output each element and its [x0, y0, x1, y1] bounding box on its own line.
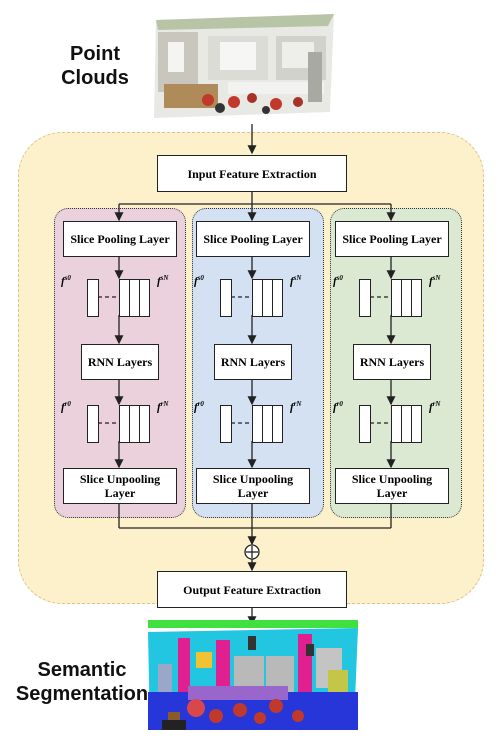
branch-z-slice-unpooling-box: Slice Unpooling Layer — [335, 468, 449, 504]
branch-x-s-feature-first — [87, 279, 99, 317]
branch-z-r-feature-3 — [411, 405, 422, 443]
output-feature-extraction-box: Output Feature Extraction — [157, 571, 347, 608]
branch-z-s-feature-3 — [411, 279, 422, 317]
branch-z-r-feature-first — [359, 405, 371, 443]
branch-x-slice-pooling-box: Slice Pooling Layer — [63, 221, 177, 257]
point-cloud-image — [154, 14, 334, 118]
branch-x-r-feature-first — [87, 405, 99, 443]
branch-x-label-fr0: fr0 — [61, 400, 71, 414]
branch-z-slice-pooling-box: Slice Pooling Layer — [335, 221, 449, 257]
branch-z-label-fs0-sup: s0 — [336, 274, 343, 282]
branch-y-label-frN-sup: rN — [293, 400, 302, 408]
branch-z-label-fr0: fr0 — [333, 400, 343, 414]
branch-x-r-feature-3 — [139, 405, 150, 443]
semantic-segmentation-label: Semantic Segmentation — [15, 659, 149, 705]
branch-y-label-fr0-sup: r0 — [197, 400, 204, 408]
branch-y-s-feature-3 — [272, 279, 283, 317]
branch-y-label-frN-base: f — [290, 401, 294, 414]
branch-x-label-fsN-base: f — [157, 275, 161, 288]
branch-y-label-fr0: fr0 — [194, 400, 204, 414]
branch-y-label-fs0-base: f — [194, 275, 198, 288]
branch-x-label-fr0-sup: r0 — [64, 400, 71, 408]
branch-z-label-fsN: fsN — [429, 274, 440, 288]
branch-y-r-feature-first — [220, 405, 232, 443]
input-feature-extraction-box: Input Feature Extraction — [157, 155, 347, 192]
branch-x-label-frN: frN — [157, 400, 168, 414]
branch-x-slice-unpooling-box: Slice Unpooling Layer — [63, 468, 177, 504]
point-clouds-label: Point Clouds — [61, 43, 129, 89]
branch-z-label-fs0-base: f — [333, 275, 337, 288]
branch-x-label-frN-sup: rN — [160, 400, 169, 408]
branch-y-r-feature-3 — [272, 405, 283, 443]
semantic-segmentation-image — [148, 620, 358, 730]
branch-z-label-fr0-sup: r0 — [336, 400, 343, 408]
branch-y-label-fsN: fsN — [290, 274, 301, 288]
branch-x-label-fr0-base: f — [61, 401, 65, 414]
branch-y-slice-pooling-box: Slice Pooling Layer — [196, 221, 310, 257]
branch-y-s-feature-first — [220, 279, 232, 317]
branch-z-label-fs0: fs0 — [333, 274, 343, 288]
branch-x-label-fs0: fs0 — [61, 274, 71, 288]
branch-y-label-fs0: fs0 — [194, 274, 204, 288]
branch-z-label-fsN-sup: sN — [432, 274, 441, 282]
branch-z-label-frN-base: f — [429, 401, 433, 414]
branch-x-rnn-box: RNN Layers — [81, 344, 159, 380]
branch-y-label-fs0-sup: s0 — [197, 274, 204, 282]
branch-y-rnn-box: RNN Layers — [214, 344, 292, 380]
branch-z-s-feature-first — [359, 279, 371, 317]
branch-z-rnn-box: RNN Layers — [353, 344, 431, 380]
branch-y-slice-unpooling-box: Slice Unpooling Layer — [196, 468, 310, 504]
branch-z-label-frN-sup: rN — [432, 400, 441, 408]
branch-y-label-fr0-base: f — [194, 401, 198, 414]
branch-x-label-fsN: fsN — [157, 274, 168, 288]
branch-x-label-frN-base: f — [157, 401, 161, 414]
branch-x-label-fsN-sup: sN — [160, 274, 169, 282]
branch-z-label-fr0-base: f — [333, 401, 337, 414]
branch-y-label-fsN-sup: sN — [293, 274, 302, 282]
branch-z-label-frN: frN — [429, 400, 440, 414]
branch-x-label-fs0-sup: s0 — [64, 274, 71, 282]
branch-y-label-fsN-base: f — [290, 275, 294, 288]
branch-z-label-fsN-base: f — [429, 275, 433, 288]
branch-x-s-feature-3 — [139, 279, 150, 317]
branch-y-label-frN: frN — [290, 400, 301, 414]
branch-x-label-fs0-base: f — [61, 275, 65, 288]
